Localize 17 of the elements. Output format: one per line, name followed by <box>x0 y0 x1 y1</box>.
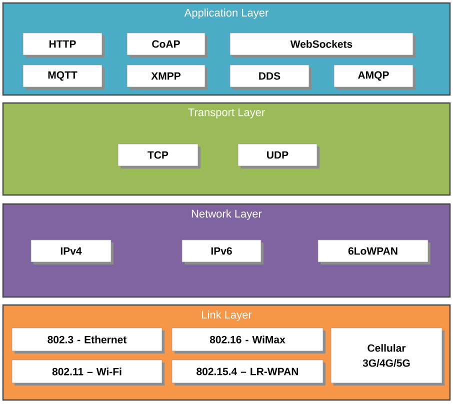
protocol-box: 802.16 - WiMax <box>172 328 326 354</box>
protocol-box: IPv6 <box>182 240 264 264</box>
protocol-box: AMQP <box>334 64 416 90</box>
protocol-box: CoAP <box>126 32 208 58</box>
protocol-box: IPv4 <box>30 240 114 264</box>
protocol-box: 802.3 - Ethernet <box>12 328 164 354</box>
protocol-box: WebSockets <box>230 32 416 58</box>
protocol-box: 802.15.4 – LR-WPAN <box>172 360 326 386</box>
protocol-box: Cellular 3G/4G/5G <box>330 328 444 386</box>
protocol-box: 6LoWPAN <box>318 240 430 264</box>
protocol-box: 802.11 – Wi-Fi <box>12 360 164 386</box>
protocol-box: XMPP <box>126 64 208 90</box>
protocol-box: MQTT <box>22 64 104 90</box>
protocol-box: DDS <box>230 64 312 90</box>
protocol-box: HTTP <box>22 32 104 58</box>
protocol-box: UDP <box>238 144 320 168</box>
protocol-box: TCP <box>118 144 200 168</box>
